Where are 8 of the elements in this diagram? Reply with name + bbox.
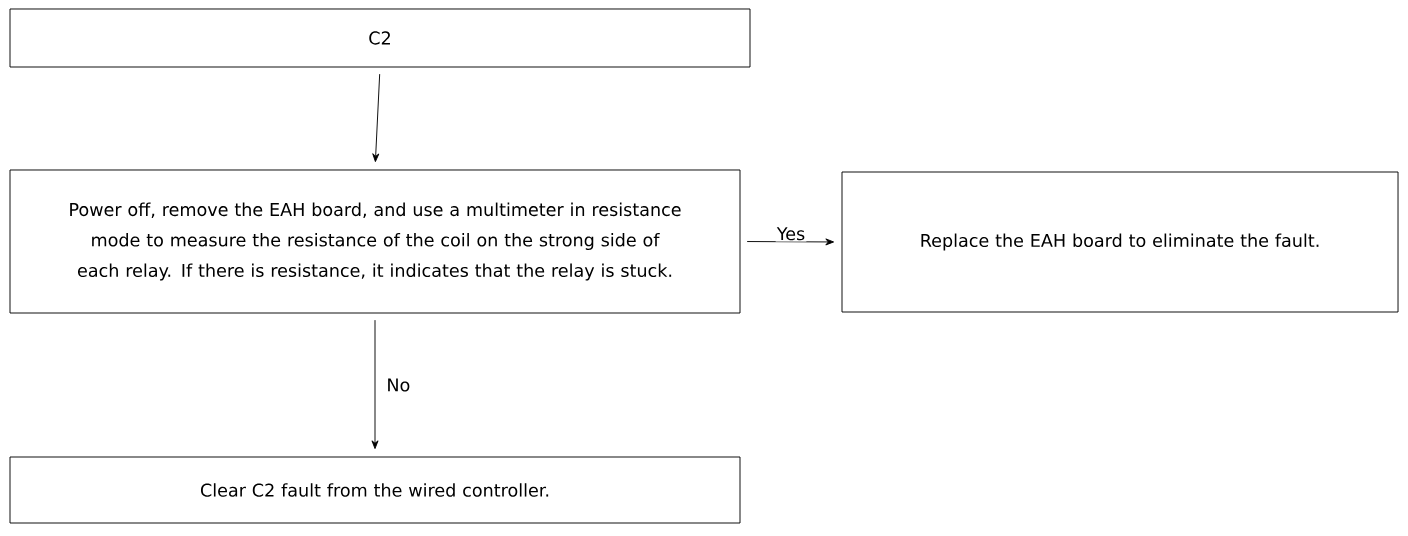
- process-box: C2: [9, 8, 751, 68]
- edge-label: No: [385, 377, 412, 393]
- arrow: [372, 73, 381, 163]
- arrow: [371, 319, 379, 450]
- process-box: Power off, remove the EAH board, and use a multimeter in resistance mode to measure the resistance of the coil on the strong side of each relay. If there is resistance, it indicates that the relay is stuck.: [9, 169, 741, 314]
- process-box: Replace the EAH board to eliminate the fault.: [841, 171, 1399, 313]
- edge-label: Yes: [775, 226, 807, 242]
- process-box: Clear C2 fault from the wired controller.: [9, 456, 741, 524]
